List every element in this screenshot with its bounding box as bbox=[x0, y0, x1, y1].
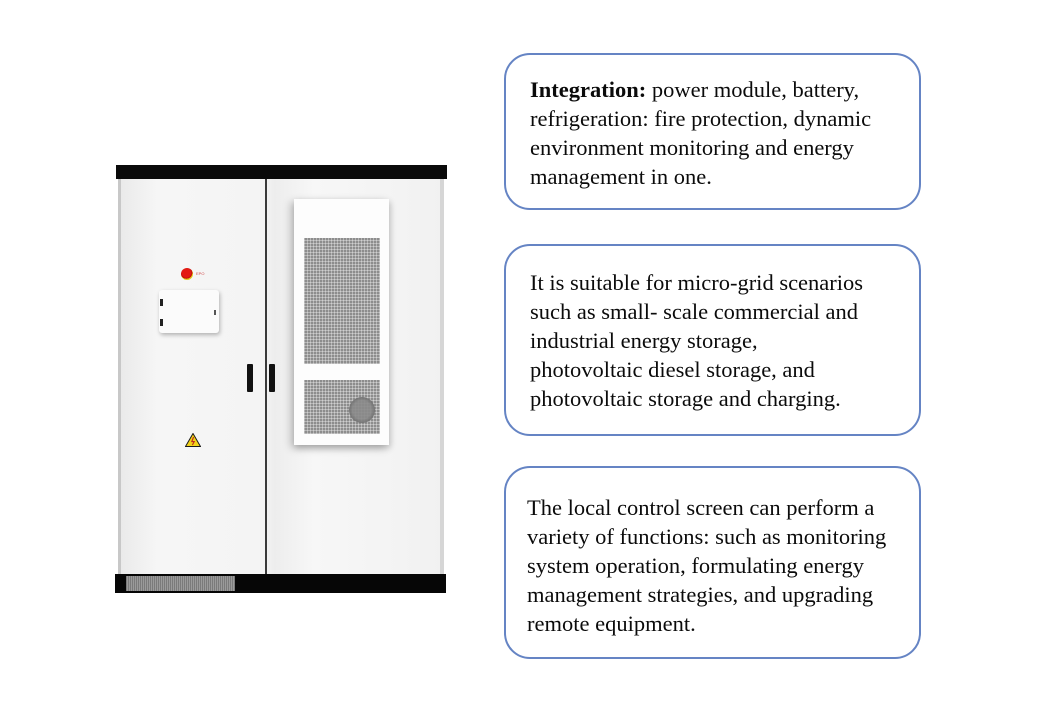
info-line: refrigeration: fire protection, dynamic bbox=[530, 106, 872, 131]
aircon-lower-grille bbox=[304, 380, 380, 434]
cabinet-right-edge bbox=[440, 179, 444, 574]
local-control-screen-cover bbox=[159, 290, 219, 333]
info-line: management strategies, and upgrading bbox=[527, 582, 874, 607]
info-heading: Integration: bbox=[530, 77, 647, 102]
info-line: variety of functions: such as monitoring bbox=[527, 524, 887, 549]
info-line: management in one. bbox=[530, 164, 712, 189]
right-door-handle bbox=[269, 364, 275, 392]
info-line: system operation, formulating energy bbox=[527, 553, 865, 578]
info-line: environment monitoring and energy bbox=[530, 135, 854, 160]
emergency-stop-icon bbox=[181, 268, 193, 280]
info-line: remote equipment. bbox=[527, 611, 696, 636]
high-voltage-warning-icon bbox=[185, 433, 201, 447]
air-conditioner-unit bbox=[294, 199, 389, 445]
info-box-control-screen: The local control screen can perform a v… bbox=[504, 466, 921, 659]
info-box-integration: Integration: power module, battery, refr… bbox=[504, 53, 921, 210]
info-line: such as small- scale commercial and bbox=[530, 299, 858, 324]
info-line: The local control screen can perform a bbox=[527, 495, 875, 520]
cabinet-body bbox=[118, 179, 444, 574]
info-line: Integration: power module, battery, bbox=[530, 77, 860, 102]
estop-label: EPO bbox=[196, 271, 205, 276]
cabinet-left-edge bbox=[118, 179, 121, 574]
info-line: photovoltaic storage and charging. bbox=[530, 386, 841, 411]
cabinet-base bbox=[115, 574, 446, 593]
aircon-upper-grille bbox=[304, 238, 380, 364]
door-divider bbox=[265, 179, 267, 574]
cabinet-top-trim bbox=[116, 165, 447, 179]
info-line: It is suitable for micro-grid scenarios bbox=[530, 270, 864, 295]
hinge-icon bbox=[160, 319, 163, 326]
info-line: photovoltaic diesel storage, and bbox=[530, 357, 815, 382]
info-line: industrial energy storage, bbox=[530, 328, 758, 353]
left-door-handle bbox=[247, 364, 253, 392]
hinge-icon bbox=[160, 299, 163, 306]
info-box-applications: It is suitable for micro-grid scenarios … bbox=[504, 244, 921, 436]
latch-icon bbox=[214, 310, 216, 315]
fan-icon bbox=[349, 397, 375, 423]
base-vent-grille bbox=[126, 576, 235, 591]
energy-storage-cabinet-image: EPO bbox=[115, 165, 447, 593]
